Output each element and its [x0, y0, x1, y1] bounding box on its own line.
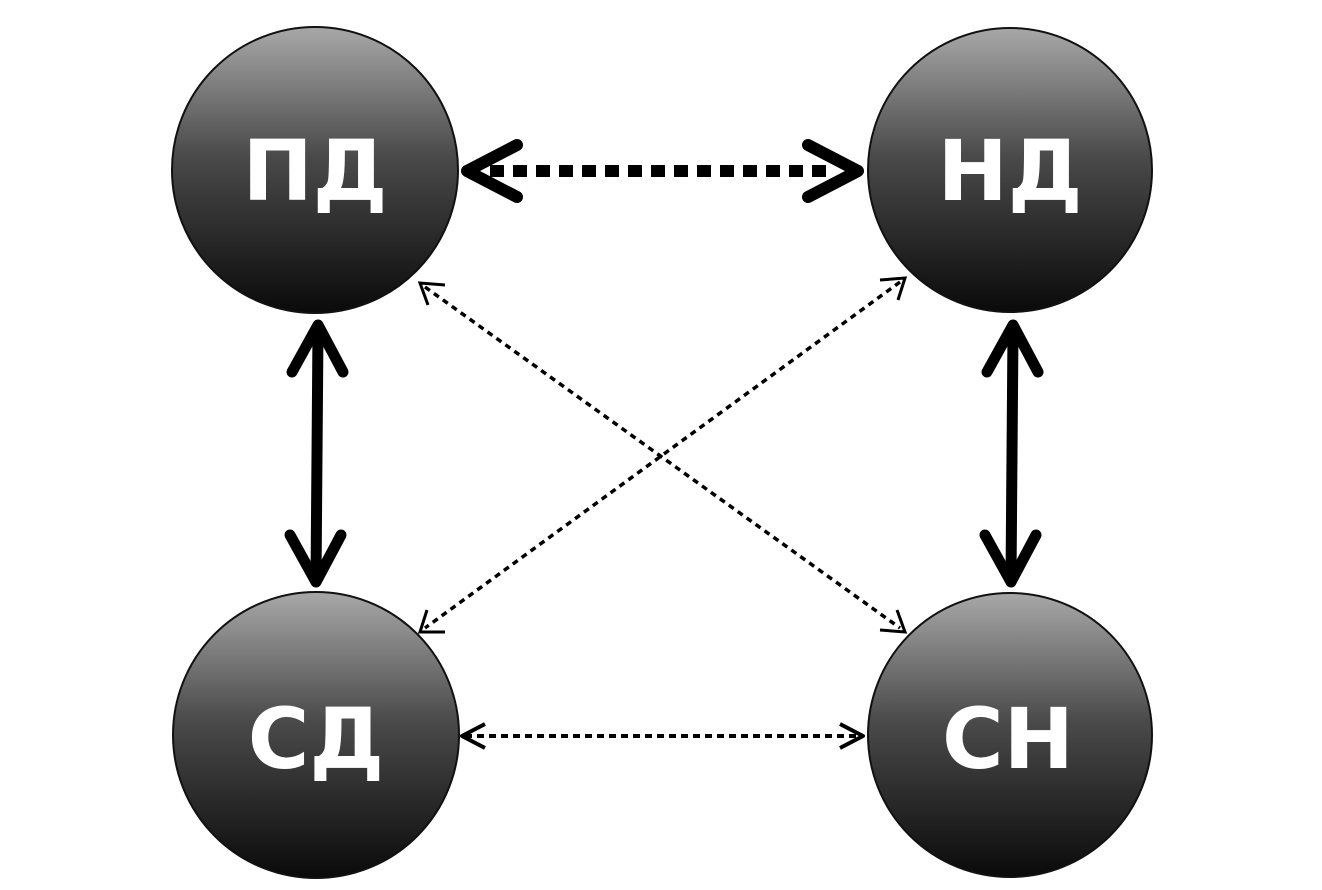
- node-sd: СД: [172, 591, 460, 879]
- edge-pd-sn: [417, 281, 908, 634]
- node-sn-label: СН: [942, 690, 1074, 788]
- edge-nd-sn: [979, 319, 1044, 588]
- edge-pd-sd: [284, 319, 349, 588]
- node-nd-label: НД: [937, 122, 1082, 220]
- edge-sd-sn: [460, 722, 865, 750]
- node-sd-label: СД: [248, 690, 384, 788]
- node-pd-label: ПД: [242, 122, 387, 220]
- node-sn: СН: [867, 592, 1153, 878]
- node-pd: ПД: [171, 26, 459, 314]
- edge-nd-sd: [417, 276, 908, 634]
- edge-pd-nd: [461, 139, 864, 203]
- node-nd: НД: [867, 27, 1153, 313]
